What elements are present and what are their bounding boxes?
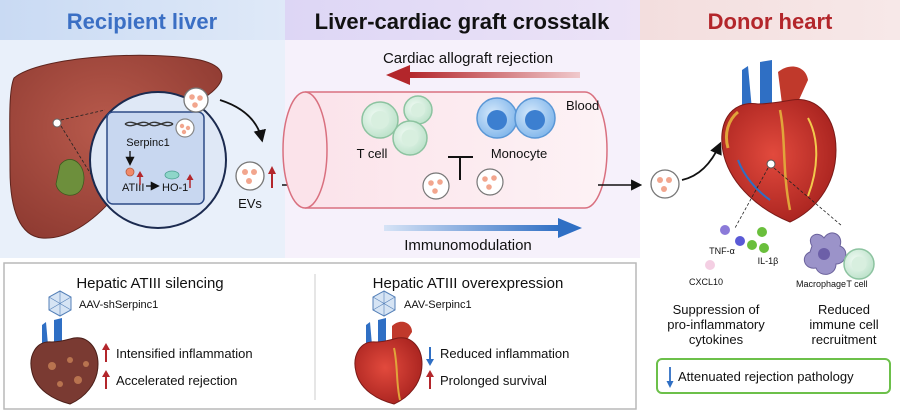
overexpression-result-a: Reduced inflammation: [440, 346, 569, 361]
cytokine-dot: [747, 240, 757, 250]
silencing-result-b: Accelerated rejection: [116, 373, 237, 388]
ho1-protein-icon: [164, 170, 180, 180]
healthy-heart-icon: [354, 318, 423, 405]
heart-zoom-point: [766, 159, 776, 169]
arriving-ev: [650, 169, 680, 199]
effect-b-line1: Reduced: [818, 302, 870, 317]
outcome-box: [656, 358, 891, 394]
effect-b-line2: immune cell: [809, 317, 878, 332]
liver-zoom-point: [52, 118, 62, 128]
rejection-label: Cardiac allograft rejection: [383, 50, 553, 67]
atiii-label: ATIII: [122, 182, 144, 194]
silencing-result-a: Intensified inflammation: [116, 346, 253, 361]
immunomodulation-arrow: [384, 218, 582, 238]
cytokine-dot: [759, 243, 769, 253]
macrophage-label: Macrophage: [796, 279, 846, 289]
heart-tcell-label: T cell: [846, 279, 867, 289]
donor-heart-illustration: [721, 60, 837, 223]
cytokine-dot: [705, 260, 715, 270]
effect-b-line3: recruitment: [811, 332, 876, 347]
cytokine-dot: [757, 227, 767, 237]
ev-label: EVs: [238, 196, 262, 211]
up-arrow-icon: [102, 370, 110, 377]
monocyte-label: Monocyte: [491, 146, 547, 161]
center-header-title: Liver-cardiac graft crosstalk: [315, 9, 610, 34]
il1b-label: IL-1β: [758, 256, 779, 266]
cytokine-dot: [735, 236, 745, 246]
right-header-title: Donor heart: [708, 9, 833, 34]
center-header-bar: [285, 0, 640, 40]
right-header-bar: [640, 0, 900, 40]
results-panel: [3, 262, 637, 410]
inhibition-symbol: [448, 156, 473, 180]
up-arrow-icon: [102, 343, 110, 350]
secreted-ev: [183, 87, 209, 113]
left-header-title: Recipient liver: [67, 9, 218, 34]
overexpression-title: Hepatic ATIII overexpression: [373, 275, 564, 292]
atiii-protein-icon: [125, 167, 135, 177]
intracellular-vesicle: [175, 118, 195, 138]
immunomodulation-label: Immunomodulation: [404, 237, 532, 254]
inflamed-heart-icon: [30, 318, 99, 405]
ev-cluster: [235, 161, 265, 191]
rejection-arrow: [386, 65, 580, 85]
aav-virus-icon: [372, 290, 396, 317]
tnf-label: TNF-α: [709, 246, 735, 256]
down-arrow-icon: [426, 359, 434, 366]
tcell-label: T cell: [357, 146, 388, 161]
monocyte-cluster: [476, 97, 556, 139]
cxcl10-label: CXCL10: [689, 277, 723, 287]
silencing-title: Hepatic ATIII silencing: [76, 275, 223, 292]
effect-a-line3: cytokines: [689, 332, 744, 347]
overexpression-result-b: Prolonged survival: [440, 373, 547, 388]
ho1-label: HO-1: [162, 182, 188, 194]
aav-virus-icon: [48, 290, 72, 317]
up-arrow-icon: [426, 370, 434, 377]
silencing-vector: AAV-shSerpinc1: [79, 299, 158, 311]
vessel-ev-2: [476, 168, 504, 196]
outcome-label: Attenuated rejection pathology: [678, 369, 854, 384]
vessel-ev-1: [422, 172, 450, 200]
left-header-bar: [0, 0, 285, 40]
overexpression-vector: AAV-Serpinc1: [404, 299, 472, 311]
gene-label: Serpinc1: [126, 137, 169, 149]
tcell-cluster: [361, 95, 433, 156]
tcell-icon: [843, 248, 875, 280]
dna-icon: [124, 121, 174, 127]
cytokine-dot: [720, 225, 730, 235]
effect-a-line1: Suppression of: [673, 302, 760, 317]
effect-a-line2: pro-inflammatory: [667, 317, 765, 332]
gallbladder: [55, 159, 85, 196]
blood-label: Blood: [566, 98, 599, 113]
